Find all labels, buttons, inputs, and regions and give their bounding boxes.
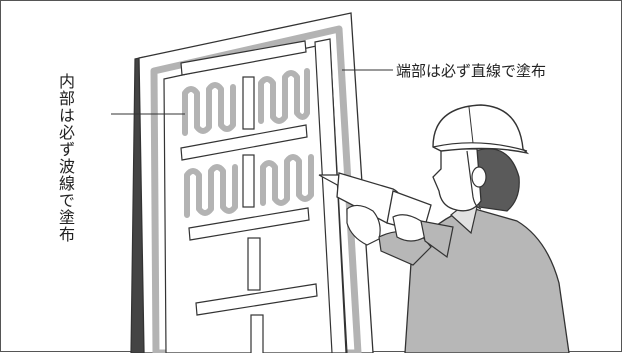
right-stile xyxy=(314,38,347,353)
inner-note-label: 内部は必ず波線で塗布 xyxy=(56,73,75,243)
worker-right-sleeve xyxy=(420,220,454,259)
bar-3 xyxy=(247,237,261,291)
rib-3 xyxy=(188,207,310,241)
worker-ear xyxy=(471,166,487,188)
edge-sealant-bead xyxy=(150,25,362,353)
helmet-brim xyxy=(432,142,528,152)
bar-1 xyxy=(242,76,255,130)
bar-4 xyxy=(250,314,264,353)
wavy-bead-1 xyxy=(182,82,236,136)
wavy-bead-4 xyxy=(260,154,314,206)
worker xyxy=(318,104,570,353)
wavy-bead-3 xyxy=(184,164,238,218)
helmet-icon xyxy=(432,104,530,155)
chin-strap xyxy=(466,150,482,210)
edge-note-label: 端部は必ず直線で塗布 xyxy=(396,62,547,80)
wavy-bead-2 xyxy=(258,68,310,124)
rib-2 xyxy=(180,124,308,161)
helmet-ridge xyxy=(468,106,474,144)
bar-2 xyxy=(242,154,255,208)
rib-top xyxy=(180,40,307,76)
rib-4 xyxy=(195,283,318,316)
worker-left-hand xyxy=(346,204,381,246)
